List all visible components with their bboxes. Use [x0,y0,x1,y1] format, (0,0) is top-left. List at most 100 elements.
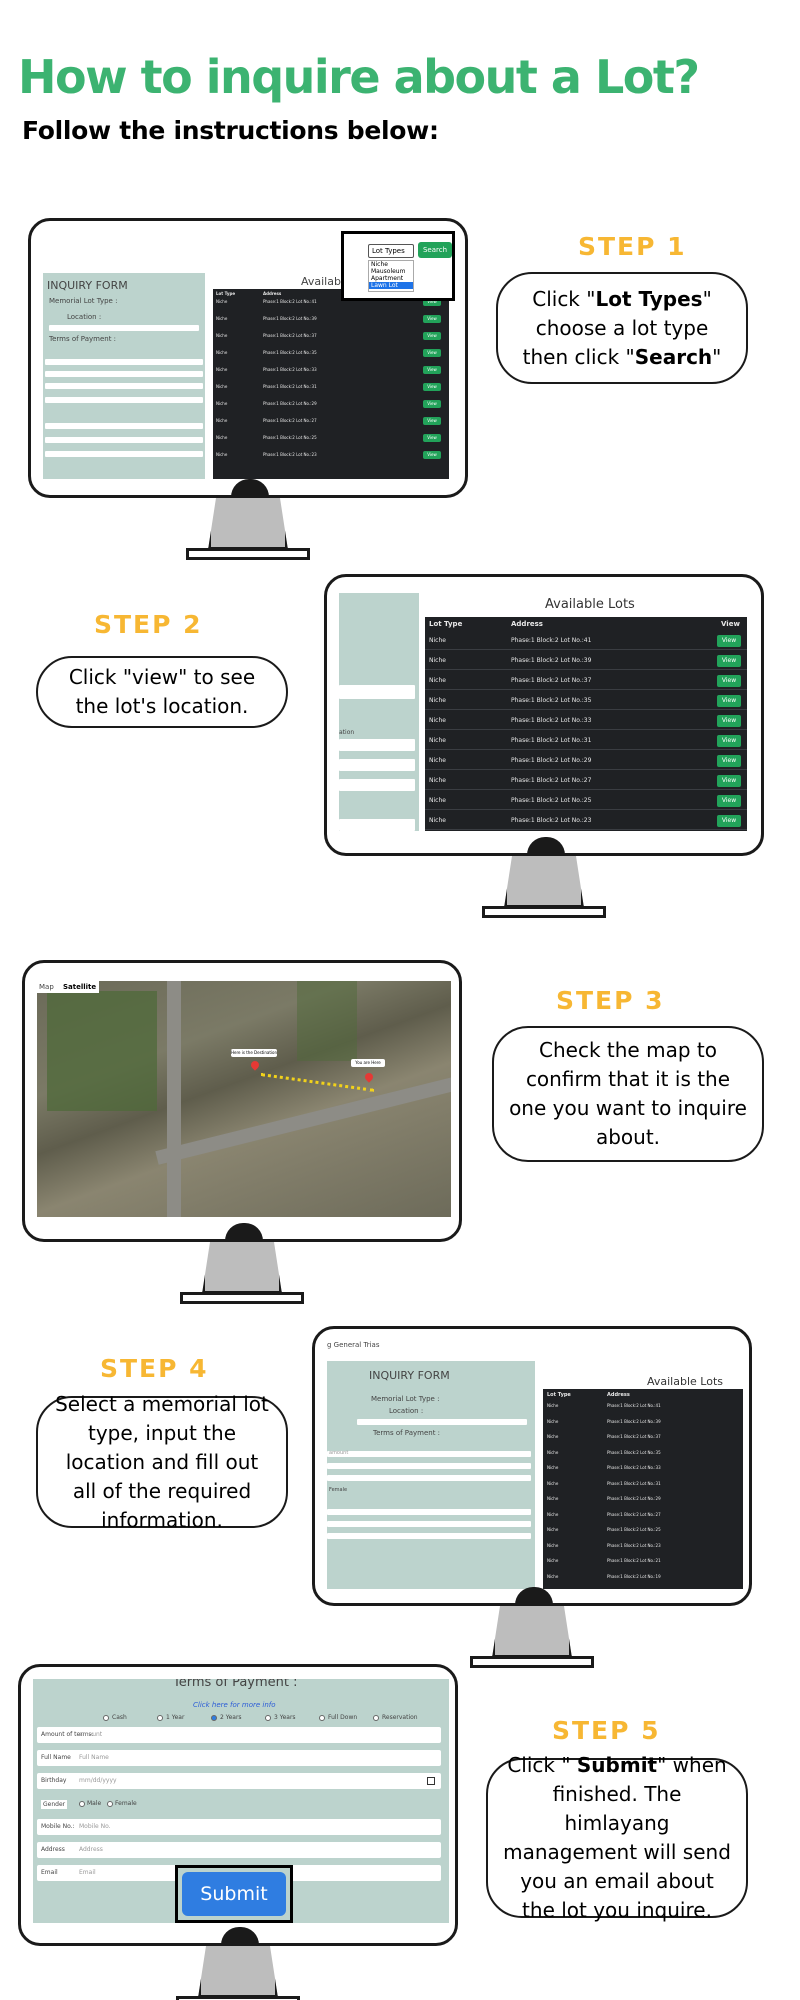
form-field-6[interactable] [45,437,203,443]
field-label: Mobile No.: [41,1823,75,1830]
location-input[interactable] [49,325,199,331]
view-button[interactable]: View [423,434,441,442]
monitor-stand [198,1946,278,1998]
form-field-3[interactable] [327,1475,531,1481]
field-input[interactable]: Mobile No. [79,1823,111,1830]
table-cell-address: Phase:1 Block:2 Lot No.:19 [607,1573,661,1579]
calendar-icon[interactable] [427,1777,435,1785]
table-row-divider [425,649,747,650]
map-tab-satellite[interactable]: Satellite [63,981,99,993]
view-button[interactable]: View [717,695,741,707]
table-row-divider [425,689,747,690]
view-button[interactable]: View [717,635,741,647]
form-field-1[interactable] [45,359,203,365]
payment-radio[interactable] [103,1715,109,1721]
gender-label: Male [87,1800,102,1807]
payment-option-label: Cash [112,1714,127,1721]
form-field-7[interactable] [45,451,203,457]
field-input[interactable]: mm/dd/yyyy [79,1777,117,1784]
side-field-2[interactable] [339,739,415,751]
field-input[interactable]: amount [79,1731,103,1738]
table-cell-address: Phase:1 Block:2 Lot No.:27 [263,418,317,423]
table-cell-address: Phase:1 Block:2 Lot No.:27 [607,1511,661,1517]
view-button[interactable]: View [423,332,441,340]
gender-hint: Female [329,1487,348,1493]
camera-notch [231,479,269,497]
payment-radio[interactable] [319,1715,325,1721]
field-input[interactable]: Email [79,1869,96,1876]
form-field-2[interactable] [327,1463,531,1469]
view-button[interactable]: View [423,366,441,374]
form-field-3[interactable] [45,383,203,389]
field-label: Gender [41,1800,68,1809]
view-button[interactable]: View [717,735,741,747]
camera-notch [527,837,565,855]
payment-radio[interactable] [265,1715,271,1721]
field-input[interactable]: Address [79,1846,103,1853]
view-button[interactable]: View [717,675,741,687]
view-button[interactable]: View [717,775,741,787]
option-niche[interactable]: Niche [371,261,388,268]
field-input[interactable]: Full Name [79,1754,109,1761]
payment-radio[interactable] [157,1715,163,1721]
satellite-map[interactable]: Map Satellite Here is the Destination Yo… [37,981,451,1217]
terms-label: Terms of Payment : [173,1679,298,1690]
step-4-text: Select a memorial lot type, input the lo… [55,1391,269,1532]
memorial-label: Memorial Lot Type : [49,297,118,305]
step-2-label: STEP 2 [94,610,203,639]
screen-display-1: INQUIRY FORM Memorial Lot Type : Locatio… [43,231,455,479]
view-button[interactable]: View [423,417,441,425]
form-field-6[interactable] [327,1533,531,1539]
table-cell-lot-type: Niche [216,350,228,355]
amount-placeholder: amount [329,1450,349,1456]
form-field-5[interactable] [327,1521,531,1527]
amount-input[interactable] [327,1451,531,1457]
side-field-3[interactable] [339,759,415,771]
side-field-4[interactable] [339,779,415,791]
table-cell-address: Phase:1 Block:2 Lot No.:33 [263,367,317,372]
table-cell-lot-type: Niche [216,435,228,440]
payment-radio[interactable] [211,1715,217,1721]
option-mausoleum[interactable]: Mausoleum [371,268,406,275]
option-lawn-lot[interactable]: Lawn Lot [369,282,413,289]
side-form-panel: ation [339,593,419,831]
terms-label: Terms of Payment : [49,335,117,343]
header-view: View [721,620,740,628]
side-field-5[interactable] [339,819,415,831]
view-button[interactable]: View [423,400,441,408]
more-info-link[interactable]: Click here for more info [193,1701,276,1709]
map-tab-map[interactable]: Map [37,981,63,993]
gender-radio[interactable] [79,1801,85,1807]
option-apartment[interactable]: Apartment [371,275,404,282]
view-button[interactable]: View [423,349,441,357]
view-button[interactable]: View [717,715,741,727]
gender-radio[interactable] [107,1801,113,1807]
view-button[interactable]: View [423,383,441,391]
form-field-2[interactable] [45,371,203,377]
view-button[interactable]: View [717,795,741,807]
memorial-label: Memorial Lot Type : [371,1395,440,1403]
form-field-5[interactable] [45,423,203,429]
view-button[interactable]: View [423,298,441,306]
location-input[interactable] [357,1419,527,1425]
current-location-pin-icon[interactable] [363,1071,375,1083]
destination-pin-icon[interactable] [249,1059,261,1071]
header-lot-type: Lot Type [547,1392,571,1398]
search-button[interactable]: Search [418,242,452,258]
view-button[interactable]: View [717,815,741,827]
payment-radio[interactable] [373,1715,379,1721]
form-field-4[interactable] [45,397,203,403]
table-cell-address: Phase:1 Block:2 Lot No.:31 [607,1480,661,1486]
view-button[interactable]: View [423,451,441,459]
lot-types-select[interactable]: Lot Types [368,244,414,258]
view-button[interactable]: View [717,755,741,767]
form-field-4[interactable] [327,1509,531,1515]
view-button[interactable]: View [717,655,741,667]
view-button[interactable]: View [423,315,441,323]
side-location-text: ation [339,729,355,736]
table-cell-lot-type: Niche [429,797,446,804]
submit-button[interactable]: Submit [182,1872,286,1916]
side-field-1[interactable] [339,685,415,699]
